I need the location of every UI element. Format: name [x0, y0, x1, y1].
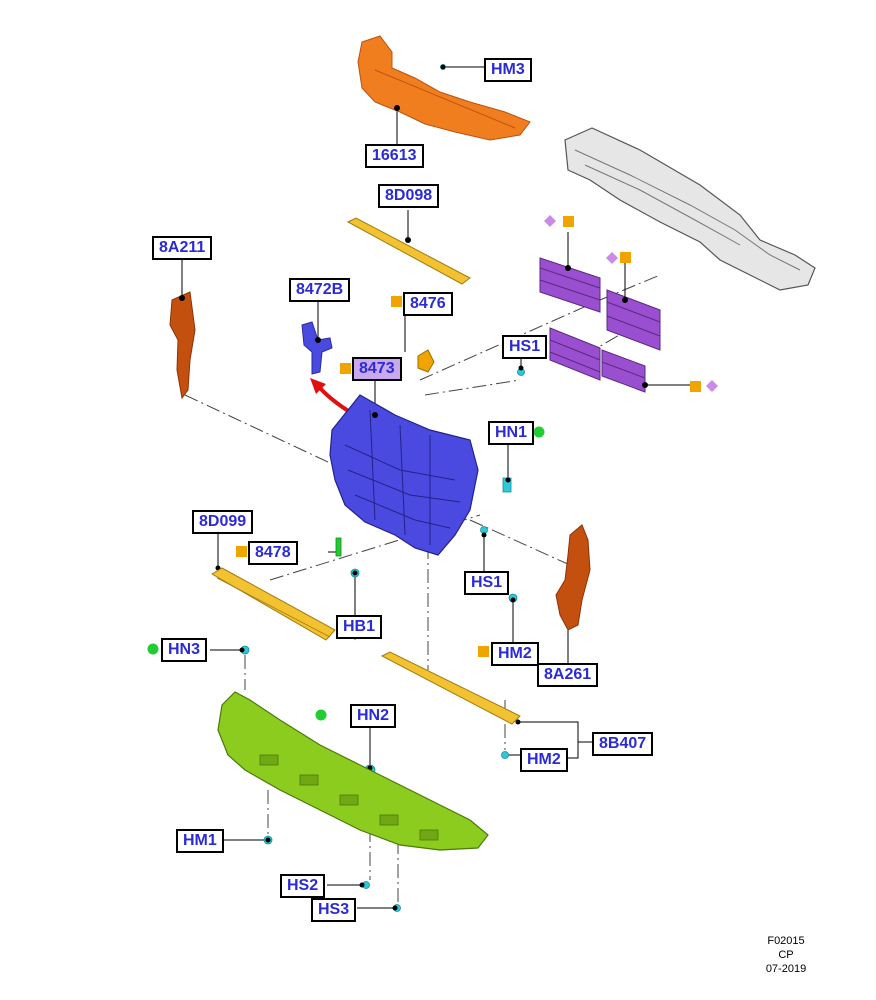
callout-hb1[interactable]: HB1: [336, 615, 383, 639]
callout-hm3[interactable]: HM3: [484, 58, 532, 82]
callout-hm1[interactable]: HM1: [176, 829, 224, 853]
figure-author: CP: [778, 949, 794, 961]
part-grille-shutter-vanes[interactable]: [539, 257, 661, 393]
callout-hs1-top[interactable]: HS1: [502, 335, 548, 359]
callout-8b407[interactable]: 8B407: [592, 732, 654, 756]
callout-hm2-low[interactable]: HM2: [520, 748, 568, 772]
callout-hn2[interactable]: HN2: [350, 704, 397, 728]
callout-hs1-mid[interactable]: HS1: [464, 571, 510, 595]
callout-8a261[interactable]: 8A261: [537, 663, 599, 687]
part-8b407-strip[interactable]: [380, 651, 521, 725]
callout-hm2-mid[interactable]: HM2: [491, 642, 539, 666]
leader-dots: [215, 365, 571, 911]
callout-8478[interactable]: 8478: [248, 541, 298, 565]
callout-8a211[interactable]: 8A211: [152, 236, 213, 260]
part-8a261-deflector[interactable]: [555, 524, 591, 631]
marker-symbols: [147, 215, 718, 721]
callout-hs3[interactable]: HS3: [311, 898, 357, 922]
figure-code: F02015: [767, 935, 805, 947]
part-8473-main-support[interactable]: [329, 394, 479, 556]
leader-dot: [179, 295, 185, 301]
leader-dot: [394, 105, 400, 111]
part-8478-clip[interactable]: [335, 537, 342, 557]
leader-dot: [315, 337, 321, 343]
callout-8d098[interactable]: 8D098: [378, 184, 440, 208]
part-8d098-seal[interactable]: [346, 217, 471, 285]
leader-dot: [440, 64, 446, 70]
part-16613-upper-bracket[interactable]: [357, 35, 531, 141]
callout-8d099[interactable]: 8D099: [192, 510, 254, 534]
part-radiator-support-frame[interactable]: [564, 127, 816, 291]
part-lower-splash-shield[interactable]: [217, 691, 489, 851]
figure-reference: F02015 CP 07-2019: [756, 934, 816, 976]
callout-8472b[interactable]: 8472B: [289, 278, 351, 302]
leader-dot: [405, 237, 411, 243]
leader-dot: [372, 412, 378, 418]
callout-16613[interactable]: 16613: [365, 144, 424, 168]
part-8a211-deflector[interactable]: [169, 291, 196, 400]
callout-8473[interactable]: 8473: [352, 357, 402, 381]
part-8472b-bracket[interactable]: [301, 321, 333, 375]
callout-8476[interactable]: 8476: [403, 292, 453, 316]
part-8476-clip[interactable]: [417, 349, 435, 373]
callout-hn1[interactable]: HN1: [488, 421, 535, 445]
callout-hs2[interactable]: HS2: [280, 874, 326, 898]
callout-hn3[interactable]: HN3: [161, 638, 208, 662]
figure-date: 07-2019: [765, 963, 807, 975]
part-8d099-seal[interactable]: [211, 567, 336, 641]
